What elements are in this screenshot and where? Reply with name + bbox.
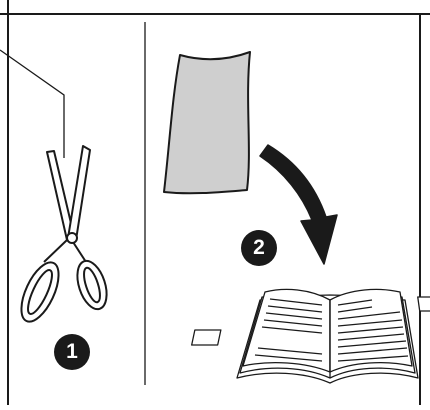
paper-sheet-icon xyxy=(164,52,250,193)
step-2-badge: 2 xyxy=(241,230,277,266)
scissors-icon xyxy=(14,146,112,327)
open-book-icon xyxy=(192,289,430,383)
leader-line xyxy=(0,50,64,158)
step-1-badge: 1 xyxy=(54,334,90,370)
